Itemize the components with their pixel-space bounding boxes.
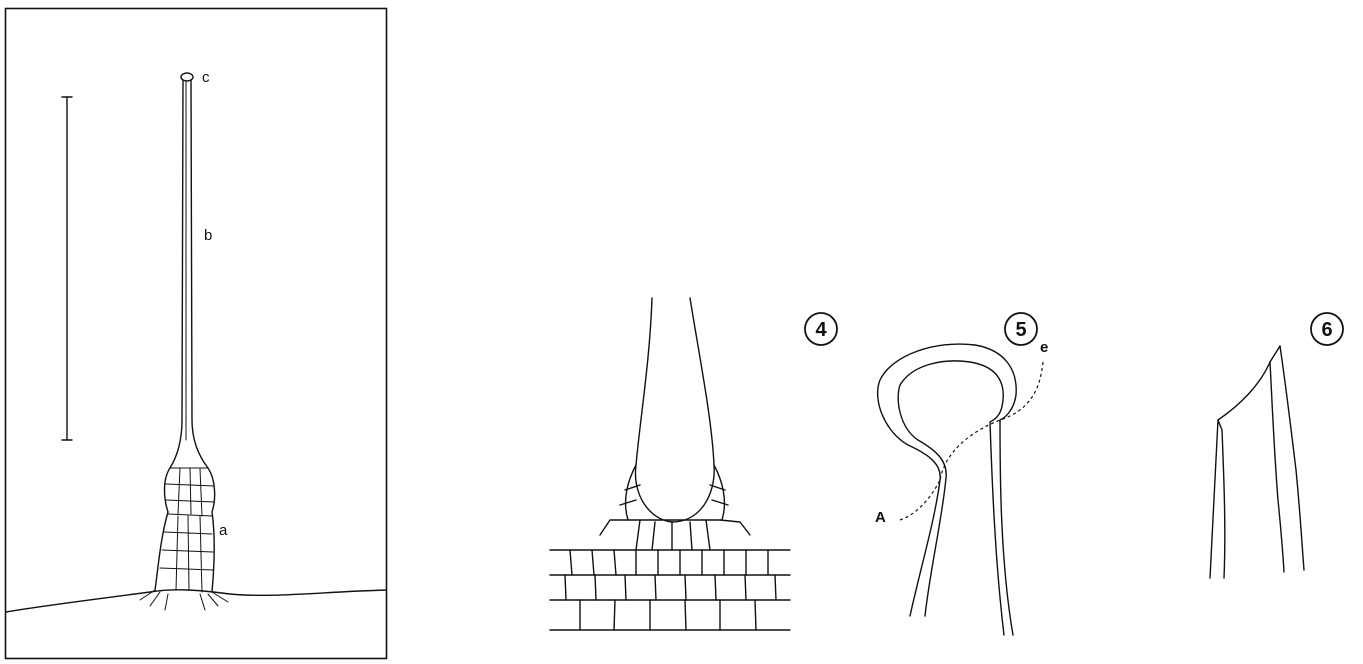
hair-base-cells (140, 468, 228, 610)
epidermal-cells (550, 465, 790, 630)
figure-4: 4 (550, 298, 837, 630)
broken-hair-right-wall-outer (1280, 346, 1304, 570)
scale-bar (62, 97, 72, 440)
hair-stalk (170, 73, 208, 468)
figure-3-panel: c b a (6, 9, 387, 659)
label-b: b (204, 227, 212, 244)
figure-5-number: 5 (1015, 319, 1026, 341)
hair-foot (635, 298, 714, 522)
broken-hair-right-wall-inner (1270, 362, 1284, 572)
label-a: a (219, 522, 228, 539)
hook-inner-wall (898, 361, 1004, 635)
broken-hair-left-wall (1210, 420, 1225, 578)
figure-4-number: 4 (815, 319, 827, 341)
label-A: A (875, 509, 886, 526)
figure-6: 6 (1210, 313, 1343, 578)
label-e: e (1040, 339, 1048, 356)
figure-6-number: 6 (1321, 319, 1332, 341)
panel-frame (6, 9, 387, 659)
surface-line (6, 590, 386, 612)
hook-outer-wall (878, 344, 1017, 635)
figure-5: 5 A e (875, 313, 1048, 635)
label-c: c (202, 69, 210, 86)
